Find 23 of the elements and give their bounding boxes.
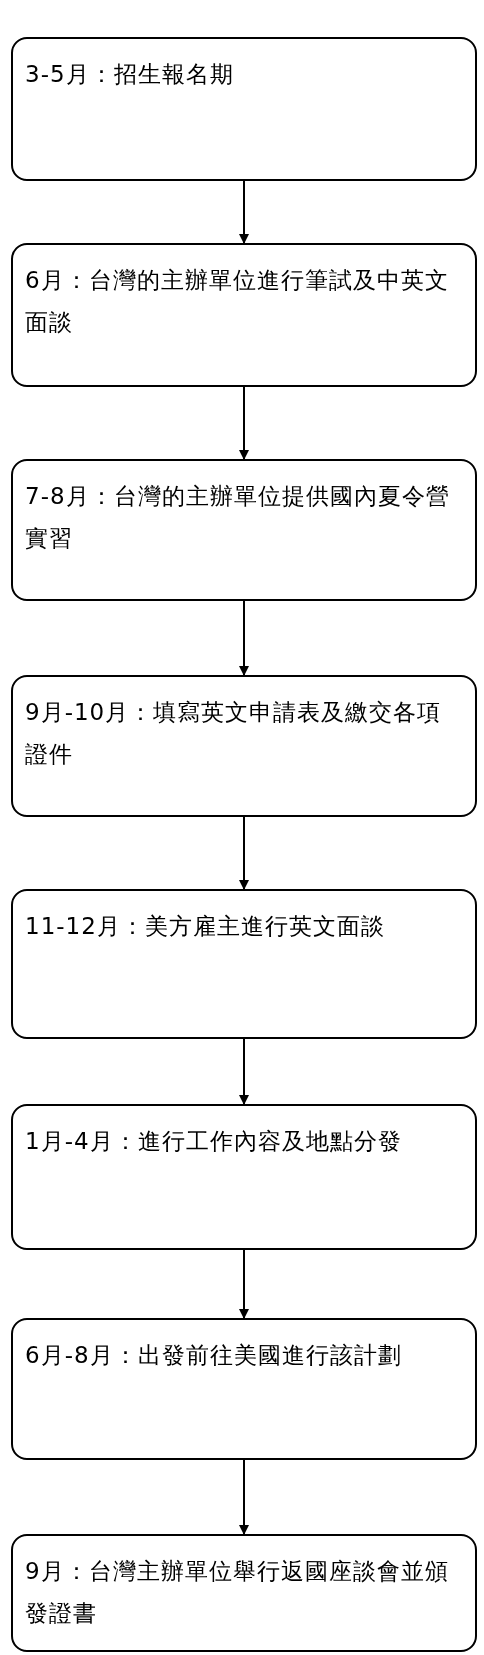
step-text: 9月-10月：填寫英文申請表及繳交各項證件 bbox=[25, 699, 442, 767]
process-box bbox=[11, 243, 477, 387]
process-box bbox=[11, 1318, 477, 1460]
step-text: 1月-4月：進行工作內容及地點分發 bbox=[25, 1128, 402, 1154]
arrow bbox=[239, 180, 249, 244]
process-box bbox=[11, 889, 477, 1039]
arrow bbox=[239, 1038, 249, 1105]
process-box bbox=[11, 1534, 477, 1652]
arrow bbox=[239, 1459, 249, 1535]
arrow bbox=[239, 600, 249, 676]
step-text: 3-5月：招生報名期 bbox=[25, 61, 234, 87]
process-box bbox=[11, 675, 477, 817]
arrow bbox=[239, 1249, 249, 1319]
process-box bbox=[11, 459, 477, 601]
step-text: 11-12月：美方雇主進行英文面談 bbox=[25, 913, 385, 939]
arrow bbox=[239, 386, 249, 460]
process-box bbox=[11, 37, 477, 181]
process-box bbox=[11, 1104, 477, 1250]
step-text: 6月-8月：出發前往美國進行該計劃 bbox=[25, 1342, 402, 1368]
step-text: 9月：台灣主辦單位舉行返國座談會並頒發證書 bbox=[25, 1558, 449, 1626]
step-text: 7-8月：台灣的主辦單位提供國內夏令營實習 bbox=[25, 483, 450, 551]
step-text: 6月：台灣的主辦單位進行筆試及中英文面談 bbox=[25, 267, 449, 335]
arrow bbox=[239, 816, 249, 890]
